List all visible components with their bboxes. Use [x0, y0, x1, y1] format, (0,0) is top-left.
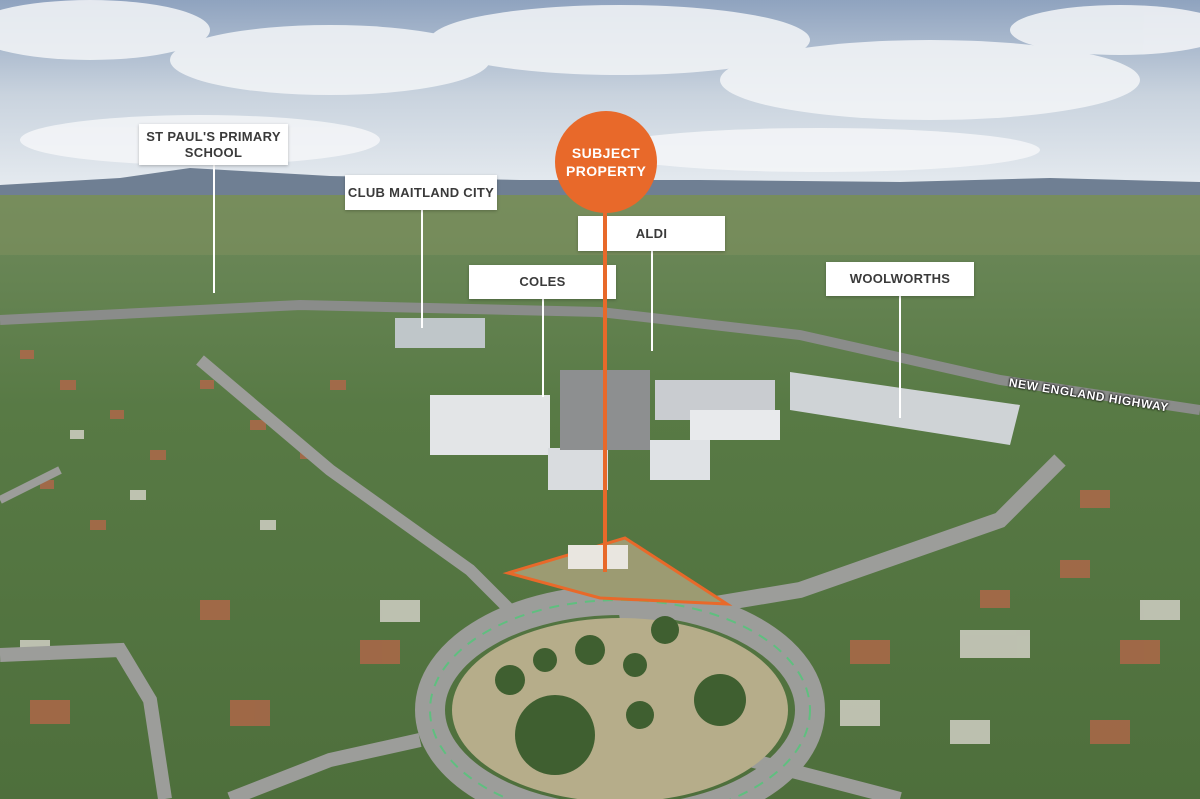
- shopping-centre: [395, 318, 1020, 490]
- coles-label: COLES: [469, 265, 616, 299]
- st-pauls-leader: [213, 165, 215, 293]
- woolworths-label-text: WOOLWORTHS: [849, 271, 951, 286]
- subject-building: [568, 545, 628, 569]
- coles-label-text: COLES: [519, 274, 566, 289]
- aldi-leader: [651, 251, 653, 351]
- subject-property-marker: SUBJECT PROPERTY: [555, 111, 657, 213]
- suburb-rooftops: [20, 350, 1160, 744]
- club-maitland-leader: [421, 210, 423, 328]
- aldi-label-text: ALDI: [635, 225, 668, 241]
- suburb-rooftops-light: [20, 430, 1180, 744]
- st-pauls-label: ST PAUL'S PRIMARY SCHOOL: [139, 124, 288, 165]
- woolworths-leader: [899, 296, 901, 418]
- subject-property-text: SUBJECT PROPERTY: [566, 145, 647, 179]
- coles-leader: [542, 299, 544, 397]
- club-maitland-label: CLUB MAITLAND CITY: [345, 175, 497, 210]
- highway-road: [0, 299, 1200, 415]
- st-pauls-label-text: ST PAUL'S PRIMARY SCHOOL: [146, 128, 281, 160]
- aldi-label: ALDI: [578, 216, 725, 251]
- woolworths-label: WOOLWORTHS: [826, 262, 974, 296]
- club-maitland-label-text: CLUB MAITLAND CITY: [347, 184, 495, 200]
- clouds: [0, 0, 1200, 172]
- subject-leader: [603, 212, 607, 572]
